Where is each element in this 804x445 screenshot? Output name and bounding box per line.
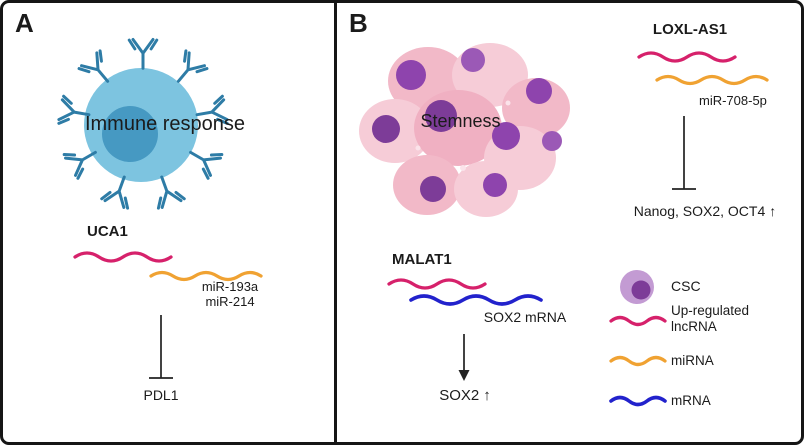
inhibition-arrow — [149, 315, 173, 379]
mir-708-label: miR-708-5p — [699, 93, 767, 108]
mirna-wave-icon — [609, 355, 667, 367]
csc-nucleus — [425, 100, 457, 132]
loxl-as1-label: LOXL-AS1 — [652, 21, 728, 38]
csc-cell-icon — [620, 270, 654, 304]
sox2-result-label: SOX2↑ — [415, 387, 515, 405]
mirna-wave — [149, 270, 263, 282]
csc-nucleus — [542, 131, 562, 151]
figure-artwork — [56, 38, 769, 407]
legend-label-csc: CSC — [671, 278, 701, 294]
legend-label-mirna: miRNA — [671, 353, 714, 368]
csc-nucleus — [483, 173, 507, 197]
pdl1-label: PDL1 — [143, 387, 179, 403]
stem-cell-cluster — [359, 43, 570, 217]
csc-nucleus — [461, 48, 485, 72]
up-regulated-lncrna-wave-icon — [609, 315, 667, 327]
uca1-label: UCA1 — [87, 223, 128, 240]
up-regulated-lncrna-wave — [73, 251, 173, 263]
csc-nucleus — [492, 122, 520, 150]
panel-a-label: A — [15, 8, 34, 38]
mirna-labels: miR-193a miR-214 — [189, 279, 271, 310]
nanog-sox2-oct4-text: Nanog, SOX2, OCT4 — [633, 203, 766, 219]
up-arrow-icon: ↑ — [769, 203, 777, 219]
immune-cell — [84, 68, 198, 182]
up-arrow-icon: ↑ — [483, 387, 491, 404]
legend-label-mrna: mRNA — [671, 393, 711, 408]
mir-193a-label: miR-193a — [201, 279, 259, 294]
mir-214-label: miR-214 — [205, 294, 255, 310]
panel-b-label: B — [349, 8, 368, 38]
csc-nucleus — [420, 176, 446, 202]
mrna-wave — [409, 294, 543, 306]
csc-nucleus — [372, 115, 400, 143]
nanog-sox2-oct4-label: Nanog, SOX2, OCT4↑ — [609, 203, 801, 220]
antibody-icon — [127, 38, 159, 70]
csc-nucleus — [526, 78, 552, 104]
up-regulated-lncrna-wave — [637, 51, 737, 63]
sox2-text: SOX2 — [439, 387, 480, 404]
malat1-label: MALAT1 — [392, 251, 452, 268]
up-regulated-lncrna-wave — [387, 278, 487, 290]
immune-response-label: Immune response — [84, 113, 246, 135]
legend-label-up-lncrna: Up-regulated lncRNA — [671, 303, 750, 334]
panel-divider — [334, 3, 337, 442]
mirna-wave — [655, 74, 769, 86]
sox2-mrna-label: SOX2 mRNA — [483, 309, 567, 325]
csc-nucleus — [396, 60, 426, 90]
immune-cell-nucleus — [102, 106, 158, 162]
stemness-label: Stemness — [420, 111, 501, 131]
mrna-wave-icon — [609, 395, 667, 407]
activation-arrow — [458, 334, 470, 381]
inhibition-arrow — [672, 116, 696, 190]
